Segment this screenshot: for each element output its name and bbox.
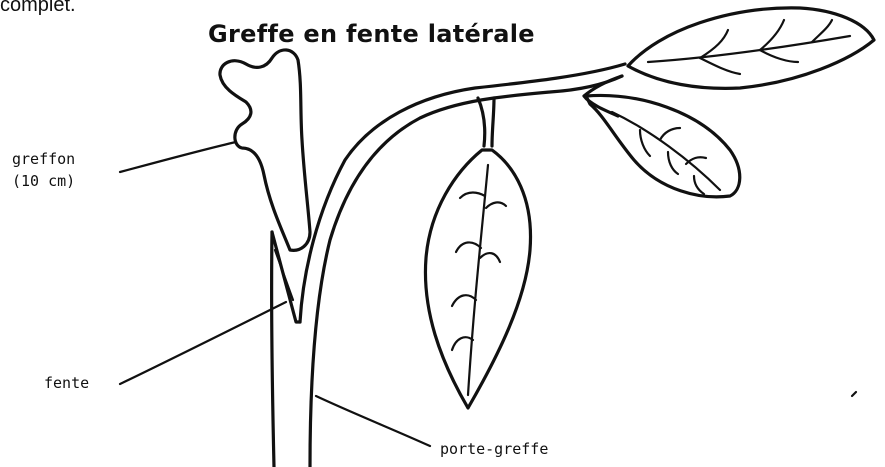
label-greffon-size: (10 cm) — [12, 172, 75, 190]
lower-leaf-vein-2 — [660, 128, 680, 140]
hanging-leaf-vein-6 — [452, 337, 473, 350]
hanging-leaf-vein-3 — [456, 242, 481, 252]
fente-leader-line — [120, 302, 286, 384]
rootstock-stem-inner — [310, 76, 622, 467]
label-fente: fente — [44, 374, 89, 392]
leaf-petiole-main — [478, 98, 485, 146]
lower-leaf-vein-3 — [668, 152, 678, 174]
leaf-petiole-main-2 — [492, 98, 494, 146]
hanging-leaf-vein-1 — [460, 193, 485, 199]
cleft-cut — [272, 232, 300, 322]
stray-mark — [852, 392, 856, 396]
upper-leaf-vein-2 — [700, 58, 740, 74]
hanging-leaf-midrib — [468, 165, 488, 395]
cleft-cut-inner — [275, 250, 293, 300]
hanging-leaf-vein-2 — [486, 202, 506, 208]
label-porte-greffe: porte-greffe — [440, 440, 548, 458]
greffon-leader-line — [120, 142, 236, 172]
upper-leaf-vein-3 — [760, 20, 784, 50]
hanging-leaf-vein-4 — [480, 253, 500, 262]
upper-leaf — [628, 8, 874, 88]
label-greffon: greffon — [12, 150, 75, 168]
lower-leaf-vein-5 — [694, 176, 704, 194]
porte-greffe-leader-line — [316, 396, 430, 446]
scion-outline — [220, 50, 310, 250]
upper-leaf-midrib — [648, 36, 850, 62]
upper-leaf-vein-4 — [760, 50, 798, 62]
lower-leaf-vein-1 — [640, 130, 650, 156]
rootstock-stem-left — [272, 232, 274, 467]
hanging-leaf-vein-5 — [452, 295, 476, 306]
